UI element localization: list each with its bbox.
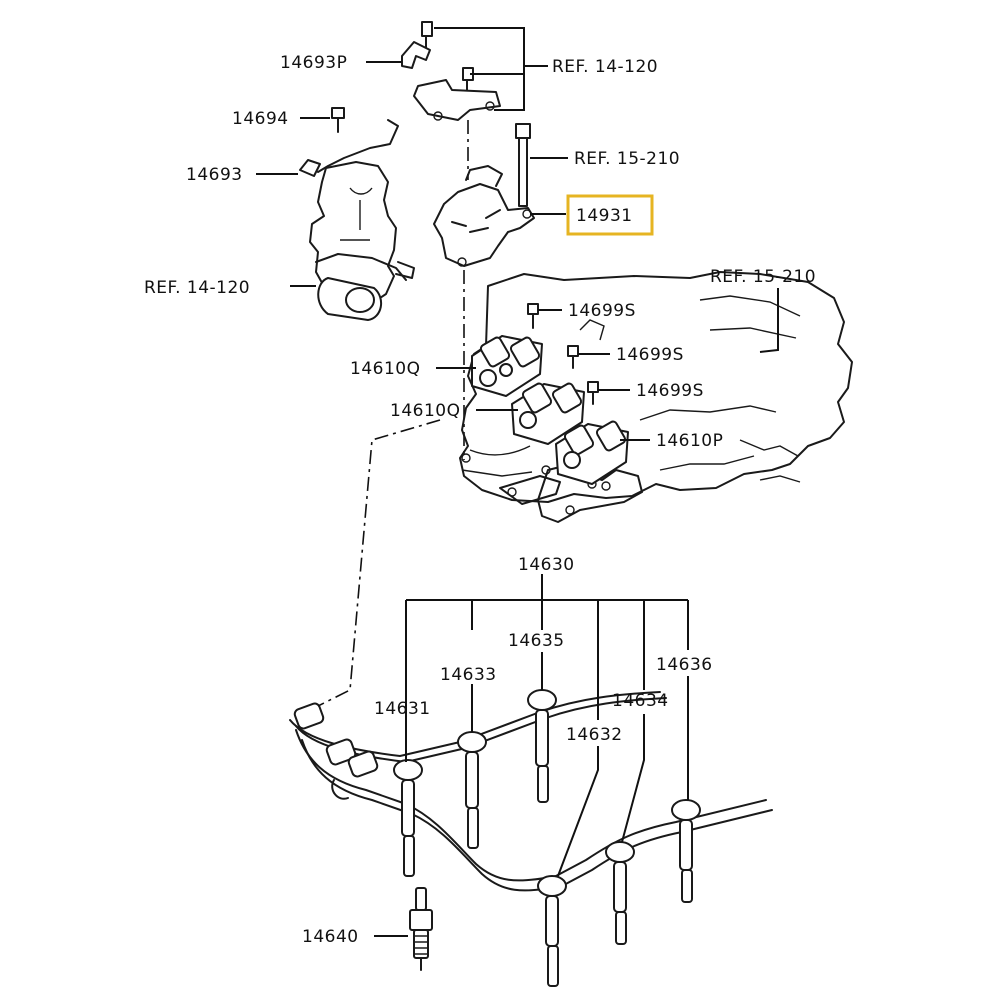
label-14634: 14634 xyxy=(612,691,669,711)
sensor-14694-bolt xyxy=(331,107,345,119)
boot-14633 xyxy=(457,731,487,849)
label-14635: 14635 xyxy=(508,631,565,651)
label-14699s-2: 14699S xyxy=(616,345,684,365)
intake-manifold xyxy=(459,271,853,523)
label-ref-14-120-left: REF. 14-120 xyxy=(144,278,250,298)
label-14610q-2: 14610Q xyxy=(390,401,460,421)
boot-14636 xyxy=(671,799,701,903)
label-14610q-1: 14610Q xyxy=(350,359,420,379)
boot-14634 xyxy=(605,841,635,945)
thermostat-housing xyxy=(299,107,415,321)
bracket-plate xyxy=(413,79,501,121)
coil-14610p xyxy=(555,420,629,485)
label-ref-15-210-bolt: REF. 15-210 xyxy=(574,149,680,169)
manifold-outline xyxy=(459,271,853,503)
label-14610p: 14610P xyxy=(656,431,723,451)
boot-14635 xyxy=(527,689,557,803)
spark-plug-wires xyxy=(289,689,773,987)
label-14633: 14633 xyxy=(440,665,497,685)
label-14694: 14694 xyxy=(232,109,289,129)
label-ref-15-210-manifold: REF. 15-210 xyxy=(710,267,816,287)
center-line-wires xyxy=(317,419,441,707)
bolt-14699s-3 xyxy=(587,381,599,405)
label-14931: 14931 xyxy=(576,206,633,226)
coil-bracket-14931 xyxy=(433,165,535,460)
coil-14610q-b xyxy=(511,382,585,445)
boot-14632 xyxy=(537,875,567,987)
boot-14631 xyxy=(393,759,423,877)
coil-14610q-a xyxy=(471,335,543,397)
label-14699s-1: 14699S xyxy=(568,301,636,321)
label-ref-14-120-top: REF. 14-120 xyxy=(552,57,658,77)
label-14693: 14693 xyxy=(186,165,243,185)
bolt-14699s-1 xyxy=(527,303,539,329)
connector-14693p xyxy=(401,41,431,69)
label-14699s-3: 14699S xyxy=(636,381,704,401)
label-14632: 14632 xyxy=(566,725,623,745)
label-14631: 14631 xyxy=(374,699,431,719)
top-bracket-group xyxy=(401,21,501,180)
highlight-box-14931 xyxy=(566,194,654,236)
bolt-14699s-2 xyxy=(567,345,579,369)
label-14636: 14636 xyxy=(656,655,713,675)
label-14630: 14630 xyxy=(518,555,575,575)
leader-lines xyxy=(256,27,779,937)
long-bolt xyxy=(515,123,531,207)
label-14693p: 14693P xyxy=(280,53,347,73)
label-14640: 14640 xyxy=(302,927,359,947)
sensor-wire xyxy=(317,119,399,173)
spark-plug-14640 xyxy=(409,887,433,971)
